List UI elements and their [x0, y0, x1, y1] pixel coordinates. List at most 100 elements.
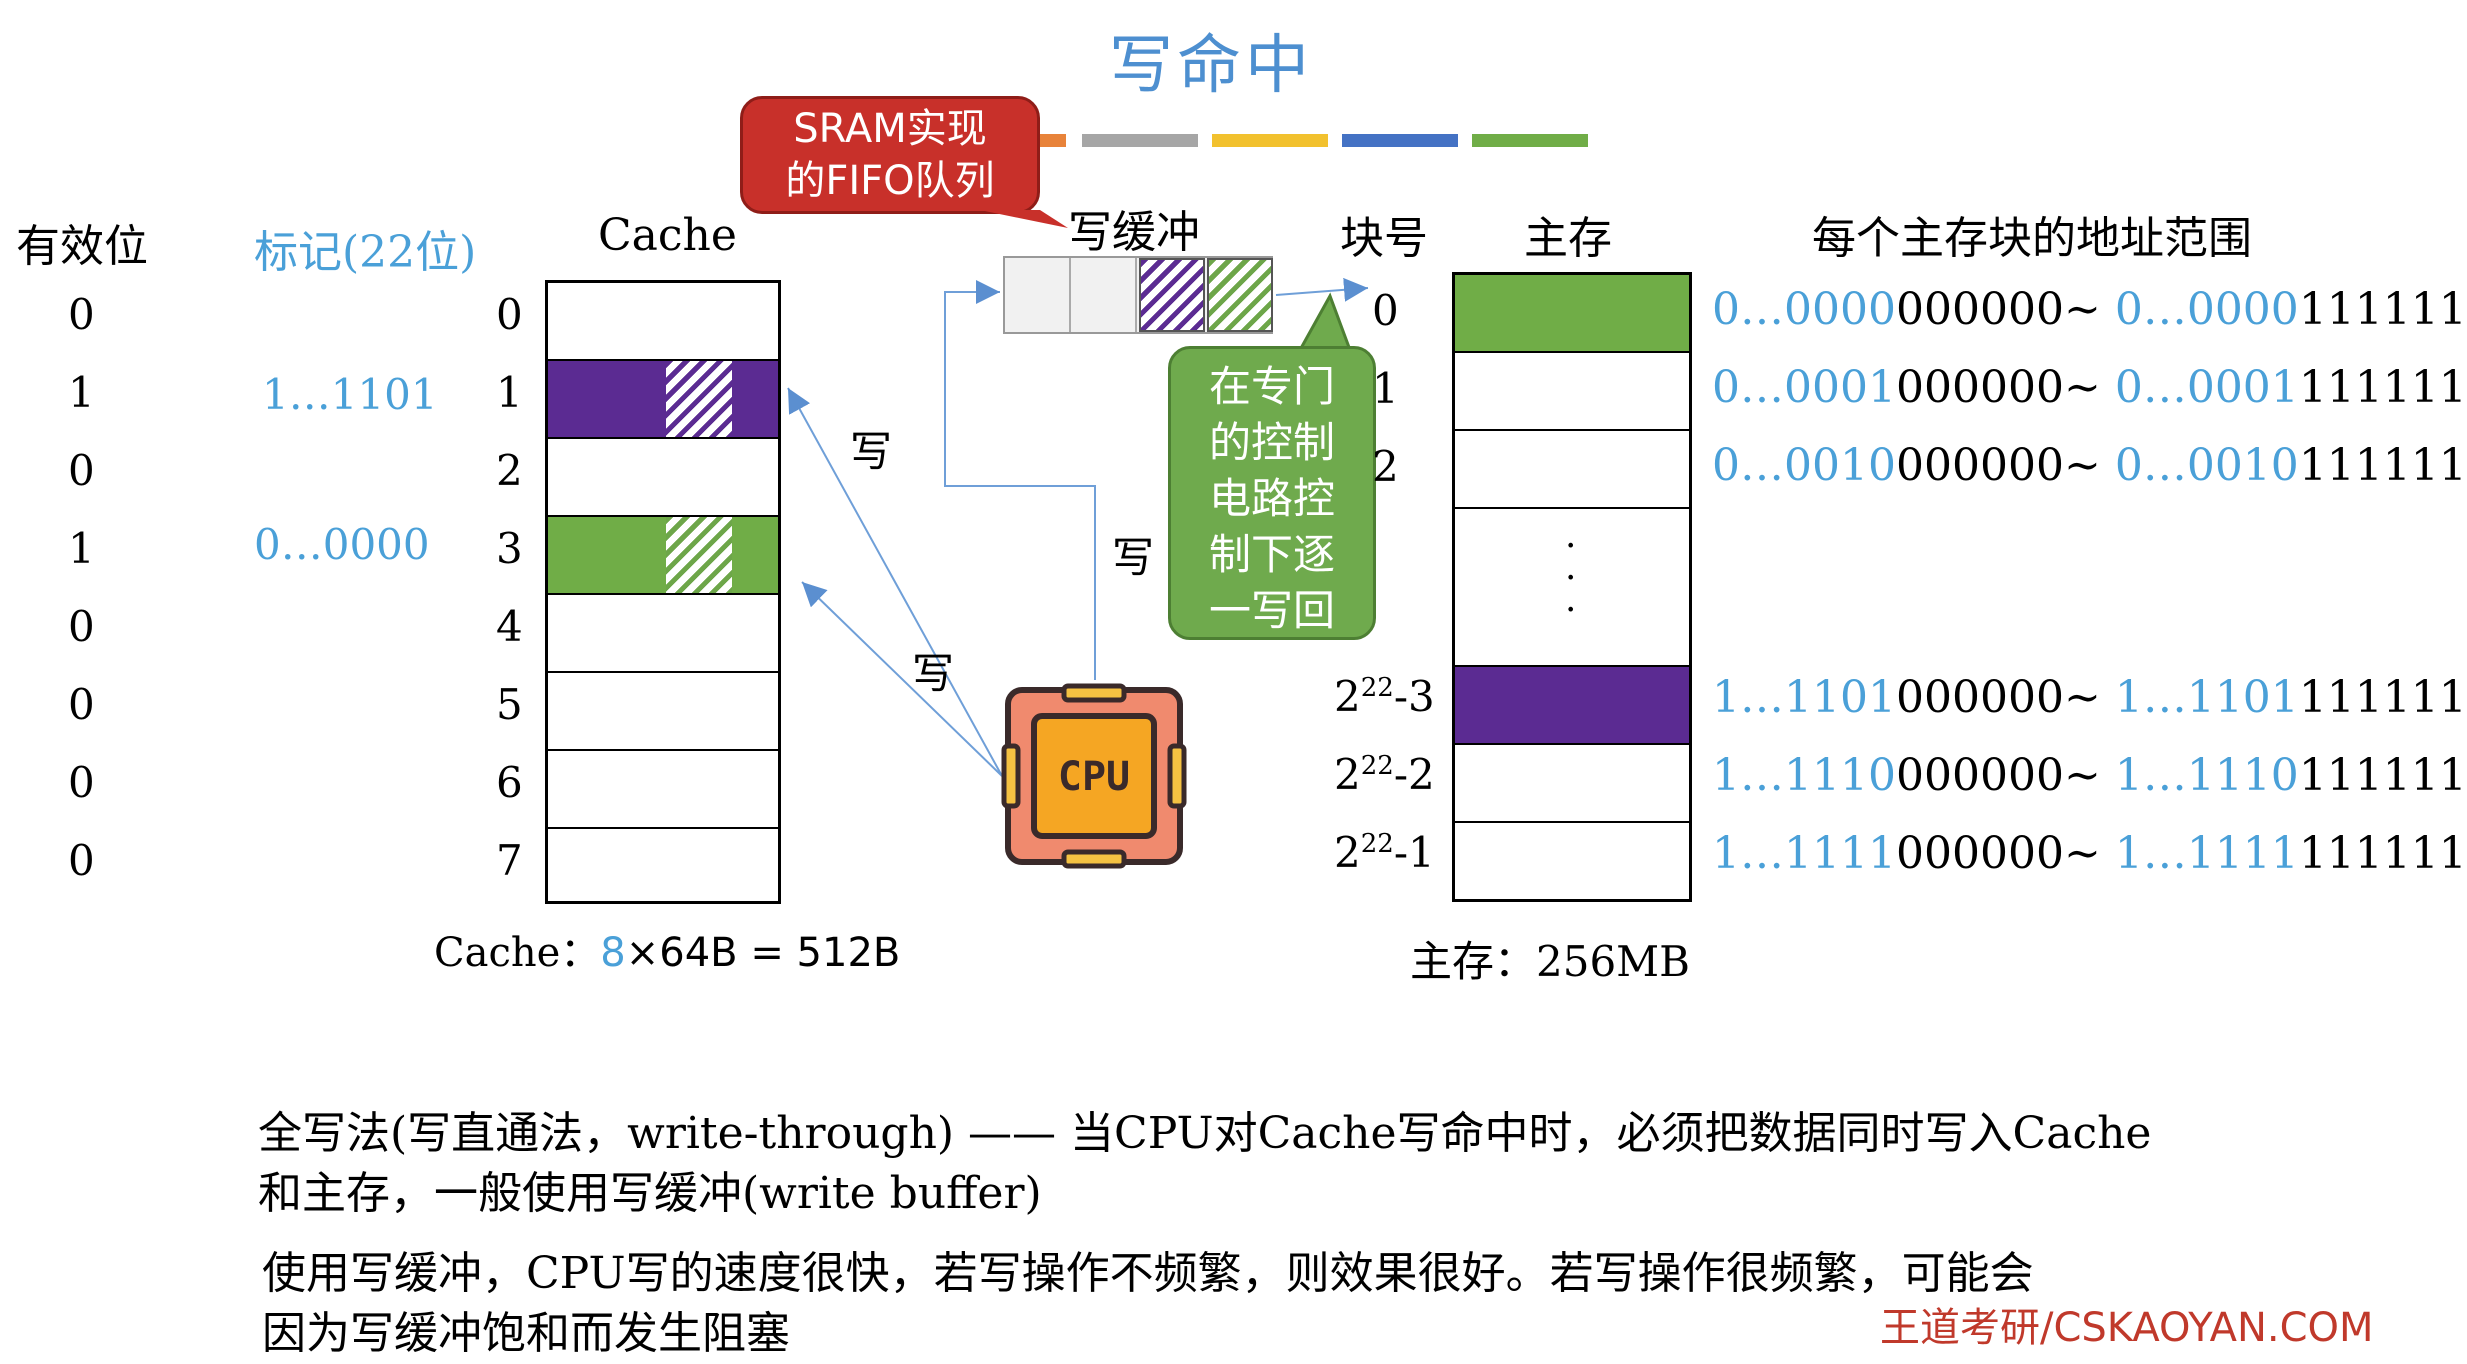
- sram-fifo-callout: SRAM实现 的FIFO队列: [740, 96, 1040, 214]
- cache-index-2: 2: [496, 446, 523, 495]
- main-memory-header: 主存: [1524, 213, 1612, 264]
- tag-header: 标记(22位): [254, 227, 477, 278]
- color-bar-gray: [1082, 134, 1198, 147]
- write-buffer-description: 使用写缓冲，CPU写的速度很快，若写操作不频繁，则效果很好。若写操作很频繁，可能…: [262, 1244, 2362, 1364]
- cpu-to-write-buffer-arrow: [944, 280, 1096, 680]
- sram-callout-line2: 的FIFO队列: [785, 158, 995, 204]
- mem-block-1: [1455, 353, 1689, 431]
- valid-bit-header: 有效位: [16, 221, 148, 272]
- cache-header: Cache: [598, 210, 737, 261]
- callout-line-0: 在专门: [1208, 362, 1335, 411]
- cache-index-1: 1: [496, 368, 523, 417]
- mem-block-0: [1455, 275, 1689, 353]
- main-memory-block: · · ·: [1452, 272, 1692, 902]
- page-title: 写命中: [1109, 29, 1313, 103]
- cache-caption-prefix: Cache：: [434, 930, 601, 976]
- mem-ellipsis: · · ·: [1565, 526, 1577, 631]
- callout-line-3: 制下逐: [1208, 530, 1335, 579]
- mem-block-n3: [1455, 667, 1689, 745]
- connector-layer: [787, 210, 1369, 777]
- sram-callout-pointer: [980, 210, 1068, 228]
- addr-range-1: 0…0001000000~ 0…0001111111: [1712, 362, 2467, 413]
- mem-block-n1: [1455, 823, 1689, 901]
- cache-size-caption: Cache：8×64B = 512B: [434, 920, 900, 978]
- callout-line-2: 电路控: [1208, 474, 1335, 523]
- footer-brand: 王道考研/CSKAOYAN.COM: [1880, 1305, 2374, 1351]
- write-label-line1: 写: [850, 427, 893, 476]
- addr-range-n1: 1…1111000000~ 1…1111111111: [1712, 828, 2467, 879]
- block-no-2: 2: [1372, 442, 1399, 491]
- block-no-header: 块号: [1340, 213, 1428, 264]
- callout-line-4: 一写回: [1208, 586, 1335, 635]
- addr-range-2: 0…0010000000~ 0…0010111111: [1712, 440, 2467, 491]
- write-buffer-header: 写缓冲: [1068, 207, 1200, 258]
- valid-bit-1: 1: [68, 368, 95, 417]
- color-bar-blue: [1342, 134, 1458, 147]
- valid-bit-7: 0: [68, 836, 95, 885]
- callout-line-1: 的控制: [1208, 418, 1335, 467]
- cache-line-3-dirty-word: [666, 517, 732, 593]
- cache-line-5: [548, 673, 778, 751]
- valid-bit-6: 0: [68, 758, 95, 807]
- cache-line-4: [548, 595, 778, 673]
- write-label-line3: 写: [912, 649, 955, 698]
- cache-index-3: 3: [496, 524, 523, 573]
- addr-range-0: 0…0000000000~ 0…0000111111: [1712, 284, 2467, 335]
- addr-range-n2: 1…1110000000~ 1…1110111111: [1712, 750, 2467, 801]
- cache-line-0: [548, 283, 778, 361]
- block-no-n2: 222-2: [1334, 750, 1435, 799]
- para2-line1: 使用写缓冲，CPU写的速度很快，若写操作不频繁，则效果很好。若写操作很频繁，可能…: [262, 1248, 2034, 1299]
- block-no-n3: 222-3: [1334, 672, 1435, 721]
- mem-block-2: [1455, 431, 1689, 509]
- valid-bit-4: 0: [68, 602, 95, 651]
- cache-index-7: 7: [496, 836, 523, 885]
- para1-line2: 和主存，一般使用写缓冲(write buffer): [258, 1168, 1042, 1219]
- write-buffer-slot-0: [1005, 258, 1071, 332]
- block-no-0: 0: [1372, 286, 1399, 335]
- cpu-icon: CPU: [1001, 683, 1187, 869]
- block-no-1: 1: [1372, 364, 1399, 413]
- tag-line-1: 1…1101: [262, 370, 438, 419]
- write-buffer-to-memory-arrow: [1275, 277, 1369, 302]
- color-bar-yellow: [1212, 134, 1328, 147]
- cache-block: [545, 280, 781, 904]
- cache-index-5: 5: [496, 680, 523, 729]
- green-callout-pointer: [1297, 292, 1353, 352]
- write-buffer-slot-green: [1207, 258, 1273, 332]
- cpu-to-cache-line3-arrow: [801, 581, 1003, 777]
- cache-line-1-dirty-word: [666, 361, 732, 437]
- cache-index-0: 0: [496, 290, 523, 339]
- cache-caption-rest: ×64B = 512B: [625, 930, 901, 976]
- write-label-buffer: 写: [1112, 533, 1155, 582]
- mem-block-gap: · · ·: [1455, 509, 1689, 667]
- tag-line-3: 0…0000: [254, 520, 430, 569]
- valid-bit-0: 0: [68, 290, 95, 339]
- memory-size-caption: 主存：256MB: [1410, 937, 1691, 986]
- color-bar-green: [1472, 134, 1588, 147]
- write-back-callout: 在专门 的控制 电路控 制下逐 一写回: [1168, 346, 1376, 640]
- valid-bit-2: 0: [68, 446, 95, 495]
- para2-line2: 因为写缓冲饱和而发生阻塞: [262, 1308, 790, 1359]
- cache-line-7: [548, 829, 778, 907]
- block-no-n1: 222-1: [1334, 828, 1435, 877]
- cache-line-1: [548, 361, 778, 439]
- valid-bit-3: 1: [68, 524, 95, 573]
- write-buffer: [1003, 256, 1273, 334]
- write-buffer-slot-purple: [1139, 258, 1205, 332]
- para1-line1: 全写法(写直通法，write-through) —— 当CPU对Cache写命中…: [258, 1108, 2152, 1159]
- write-buffer-slot-1: [1071, 258, 1137, 332]
- addr-range-n3: 1…1101000000~ 1…1101111111: [1712, 672, 2467, 723]
- cache-line-6: [548, 751, 778, 829]
- sram-callout-line1: SRAM实现: [793, 106, 987, 152]
- cpu-label: CPU: [1058, 754, 1130, 800]
- cache-line-2: [548, 439, 778, 517]
- cache-index-6: 6: [496, 758, 523, 807]
- address-range-header: 每个主存块的地址范围: [1812, 213, 2252, 264]
- cache-line-3: [548, 517, 778, 595]
- mem-block-n2: [1455, 745, 1689, 823]
- cpu-to-cache-line1-arrow: [787, 387, 1003, 777]
- write-through-description: 全写法(写直通法，write-through) —— 当CPU对Cache写命中…: [258, 1104, 2358, 1224]
- valid-bit-5: 0: [68, 680, 95, 729]
- cache-caption-num: 8: [600, 930, 626, 976]
- cache-index-4: 4: [496, 602, 523, 651]
